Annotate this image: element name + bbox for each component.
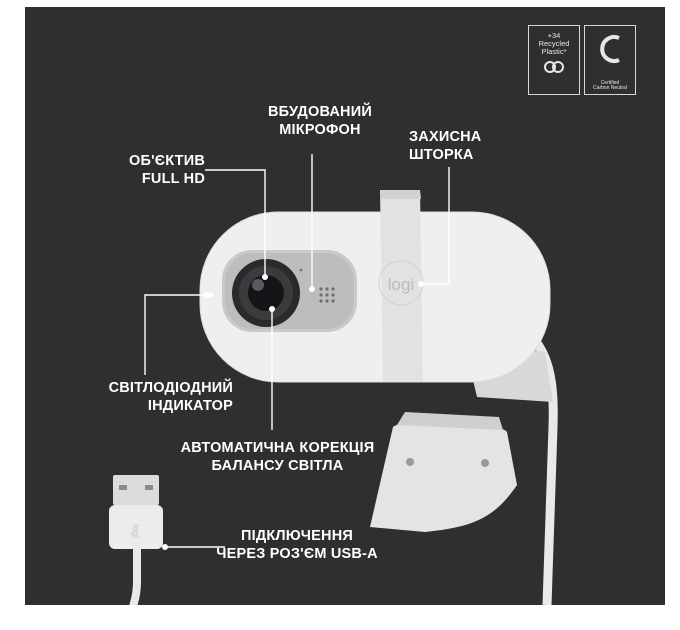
recycle-icon xyxy=(544,61,564,73)
usb-a-connector xyxy=(113,475,159,505)
mic-grille xyxy=(319,287,335,303)
product-image-frame: logi logi ВБУДОВАНИЙ МІКРО xyxy=(25,7,665,605)
usb-logi-logo: logi xyxy=(131,524,141,538)
webcam-illustration: logi logi xyxy=(109,154,558,605)
label-usb-a-connection: ПІДКЛЮЧЕННЯ ЧЕРЕЗ РОЗ'ЄМ USB-A xyxy=(216,528,378,562)
carbon-neutral-badge: Certified Carbon Neutral xyxy=(584,25,636,95)
recycled-plastic-badge: +34 Recycled Plastic* xyxy=(528,25,580,95)
usb-plug-housing xyxy=(109,505,163,549)
carbon-neutral-icon xyxy=(600,35,620,63)
label-built-in-microphone: ВБУДОВАНИЙ МІКРОФОН xyxy=(268,104,372,138)
logi-logo: logi xyxy=(388,275,414,294)
stand-base xyxy=(370,420,517,532)
label-auto-light-correction: АВТОМАТИЧНА КОРЕКЦІЯ БАЛАНСУ СВІТЛА xyxy=(180,440,375,474)
eco-badges: +34 Recycled Plastic* Certified Carbon N… xyxy=(528,25,638,97)
label-led-indicator: СВІТЛОДІОДНИЙ ІНДИКАТОР xyxy=(108,380,233,414)
label-privacy-shutter: ЗАХИСНА ШТОРКА xyxy=(409,129,482,163)
privacy-shutter xyxy=(380,190,423,382)
label-full-hd-lens: ОБ'ЄКТИВ FULL HD xyxy=(128,153,205,187)
led-indicator xyxy=(208,292,214,298)
